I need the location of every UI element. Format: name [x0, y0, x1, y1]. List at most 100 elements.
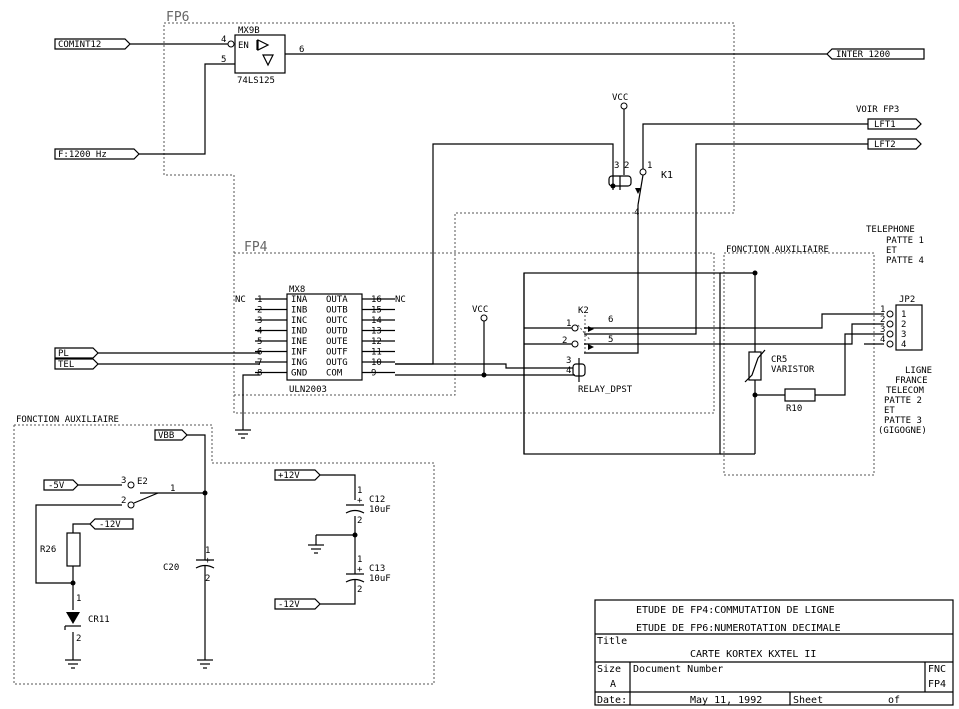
mx8-pin-name: COM	[326, 369, 343, 379]
port-f1200: F:1200 Hz	[54, 148, 140, 160]
svg-text:C13: C13	[369, 564, 385, 574]
mx8-pin-name: ING	[291, 358, 307, 368]
svg-text:3: 3	[121, 476, 126, 486]
svg-text:3: 3	[614, 161, 619, 171]
svg-text:3: 3	[880, 325, 885, 335]
svg-text:(GIGOGNE): (GIGOGNE)	[878, 426, 927, 436]
svg-text:TELECOM: TELECOM	[886, 386, 925, 396]
svg-text:VBB: VBB	[158, 431, 174, 441]
port-p12v: +12V	[274, 469, 321, 481]
port-lft1: LFT1	[867, 118, 922, 130]
c13-capacitor: 1 + 2 C13 10uF	[345, 555, 391, 595]
svg-text:74LS125: 74LS125	[237, 76, 275, 86]
svg-text:PATTE 3: PATTE 3	[884, 416, 922, 426]
mx8-pin-number: 4	[257, 327, 262, 337]
svg-text:3: 3	[901, 330, 906, 340]
svg-text:NC: NC	[395, 295, 406, 305]
mx8-pin-name: OUTE	[326, 337, 348, 347]
svg-text:10uF: 10uF	[369, 574, 391, 584]
svg-text:4: 4	[880, 335, 885, 345]
r10-resistor: R10	[784, 388, 816, 414]
mx8-pin-number: 8	[257, 369, 262, 379]
svg-text:LFT2: LFT2	[874, 140, 896, 150]
svg-text:VCC: VCC	[472, 305, 488, 315]
svg-text:R26: R26	[40, 545, 56, 555]
cr11-diode: CR11 1 2	[64, 594, 110, 644]
svg-text:2: 2	[205, 574, 210, 584]
port-pl: PL	[54, 347, 99, 359]
svg-text:PL: PL	[58, 349, 69, 359]
k2-relay: VCC K2 1 2 3 4 6 5 RELAY_DPST	[472, 272, 721, 455]
mx8-pin-number: 16	[371, 295, 382, 305]
mx8-pin-name: OUTA	[326, 295, 348, 305]
group-outlines	[13, 22, 875, 685]
ligne-note: LIGNE FRANCE TELECOM PATTE 2 ET PATTE 3 …	[878, 366, 932, 436]
svg-text:2: 2	[357, 516, 362, 526]
ground-icon	[65, 659, 81, 669]
svg-text:JP2: JP2	[899, 295, 915, 305]
svg-text:4: 4	[566, 366, 571, 376]
svg-text:C12: C12	[369, 495, 385, 505]
mx8-pin-number: 15	[371, 306, 382, 316]
svg-text:1: 1	[566, 319, 571, 329]
ground-icon	[235, 429, 251, 439]
mx8-pin-number: 13	[371, 327, 382, 337]
ground-icon	[197, 659, 213, 669]
port-m5v: -5V	[43, 479, 79, 491]
mx8-pin-number: 2	[257, 306, 262, 316]
svg-text:2: 2	[562, 336, 567, 346]
title-line-2: ETUDE DE FP6:NUMEROTATION DECIMALE	[636, 623, 841, 634]
svg-text:5: 5	[608, 335, 613, 345]
mx8-pin-name: INA	[291, 295, 308, 305]
mx8-pin-number: 7	[257, 358, 262, 368]
svg-text:1: 1	[170, 484, 175, 494]
svg-text:E2: E2	[137, 477, 148, 487]
svg-text:2: 2	[624, 161, 629, 171]
svg-text:VARISTOR: VARISTOR	[771, 365, 815, 375]
mx8-pin-name: OUTC	[326, 316, 348, 326]
svg-text:1: 1	[205, 546, 210, 556]
aux-label-line: FONCTION AUXILIAIRE	[726, 245, 829, 255]
mx8-pin-number: 1	[257, 295, 262, 305]
mx8-pin-name: INF	[291, 348, 307, 358]
svg-text:ULN2003: ULN2003	[289, 385, 327, 395]
svg-text:6: 6	[299, 45, 304, 55]
date-value: May 11, 1992	[690, 695, 762, 706]
svg-text:NC: NC	[235, 295, 246, 305]
svg-text:K2: K2	[578, 306, 589, 316]
size-value: A	[610, 679, 616, 690]
svg-text:CR5: CR5	[771, 355, 787, 365]
svg-text:LFT1: LFT1	[874, 120, 896, 130]
title-block: ETUDE DE FP4:COMMUTATION DE LIGNE ETUDE …	[594, 599, 954, 706]
svg-text:2: 2	[76, 634, 81, 644]
svg-text:+: +	[357, 565, 363, 575]
svg-text:ET: ET	[886, 246, 897, 256]
docnum-label: Document Number	[633, 664, 723, 675]
mx8-pin-number: 5	[257, 337, 262, 347]
svg-text:2: 2	[880, 315, 885, 325]
svg-text:1: 1	[647, 161, 652, 171]
port-lft2: LFT2	[867, 138, 922, 150]
svg-text:K1: K1	[661, 170, 673, 181]
svg-text:RELAY_DPST: RELAY_DPST	[578, 385, 633, 395]
svg-text:1: 1	[357, 486, 362, 496]
mx8-pin-name: OUTF	[326, 348, 348, 358]
svg-text:FRANCE: FRANCE	[895, 376, 928, 386]
mx8-pin-number: 10	[371, 358, 382, 368]
e2-jumper: E2 3 2 1	[121, 476, 175, 509]
svg-text:3: 3	[566, 356, 571, 366]
aux-label-power: FONCTION AUXILIAIRE	[16, 415, 119, 425]
svg-text:4: 4	[221, 35, 226, 45]
fnc-label: FNC	[928, 664, 946, 675]
svg-text:VCC: VCC	[612, 93, 628, 103]
svg-text:R10: R10	[786, 404, 802, 414]
port-vbb: VBB	[154, 429, 188, 441]
title-line-1: ETUDE DE FP4:COMMUTATION DE LIGNE	[636, 605, 835, 616]
mx8-pin-name: INE	[291, 337, 307, 347]
mx8-pin-number: 3	[257, 316, 262, 326]
mx8-pin-name: INC	[291, 316, 307, 326]
